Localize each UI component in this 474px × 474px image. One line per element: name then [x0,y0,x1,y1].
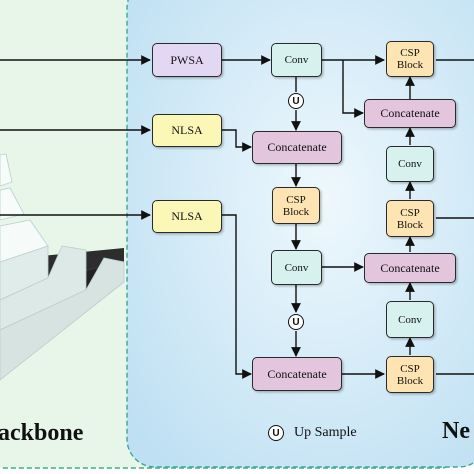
csp-label-top: CSP [286,193,306,206]
csp-label-top: CSP [400,206,420,219]
nlsa-module-2: NLSA [152,200,222,233]
csp-block-right-bottom: CSP Block [386,356,434,393]
backbone-title: ackbone [0,420,84,446]
upsample-icon-2: U [288,314,304,330]
edge-nlsa1-concat [222,129,252,152]
legend-upsample-icon: U [268,425,284,441]
concatenate-mid-top: Concatenate [252,131,342,164]
concatenate-right-mid: Concatenate [364,253,456,283]
csp-label-bottom: Block [396,374,424,387]
conv-right-bottom: Conv [386,301,434,338]
csp-label-top: CSP [400,362,420,375]
neck-title: Ne [442,418,470,444]
edge-nlsa2-concat [222,214,252,379]
concatenate-bottom: Concatenate [252,357,342,391]
nlsa-module-1: NLSA [152,114,222,147]
csp-block-right-top: CSP Block [386,41,434,77]
conv-right-top: Conv [386,146,434,182]
backbone-staircase [0,153,125,381]
pwsa-module: PWSA [152,43,222,77]
csp-block-mid: CSP Block [272,187,320,224]
csp-label-bottom: Block [282,205,310,218]
conv-mid: Conv [271,250,322,285]
csp-label-bottom: Block [396,218,424,231]
legend-upsample-label: Up Sample [294,425,357,440]
csp-label-top: CSP [400,47,420,59]
conv-top: Conv [271,43,322,77]
csp-block-right-mid: CSP Block [386,200,434,237]
csp-label-bottom: Block [396,59,424,71]
concatenate-right-top: Concatenate [364,99,456,128]
edge-convtop-concat [342,60,364,118]
upsample-icon-1: U [288,93,304,109]
